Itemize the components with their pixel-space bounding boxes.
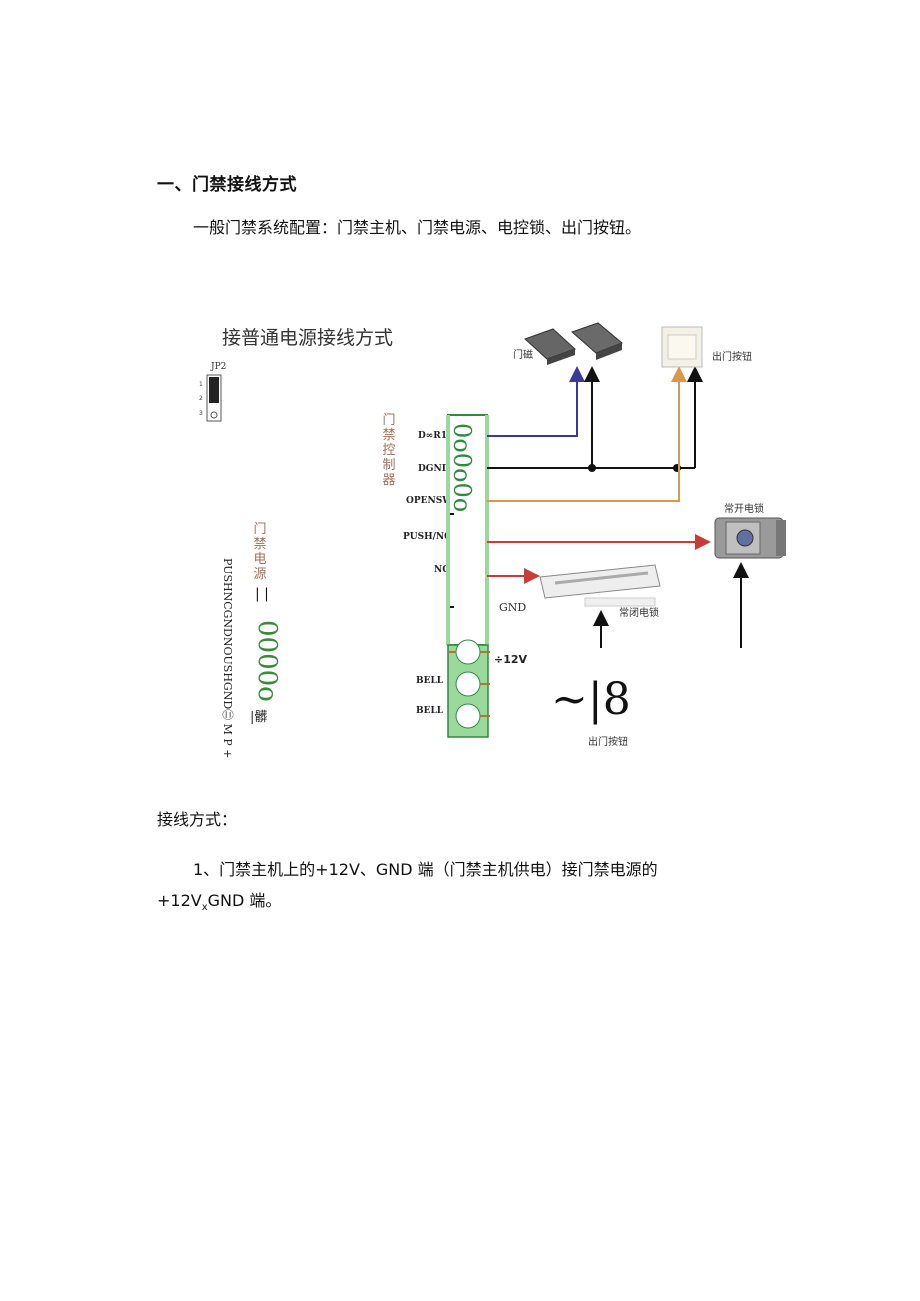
normally-closed-lock-icon	[539, 564, 661, 607]
diagram-title: 接普通电源接线方式	[222, 327, 394, 349]
door-sensor-label: 门磁	[513, 350, 533, 361]
intro-paragraph: 一般门禁系统配置：门禁主机、门禁电源、电控锁、出门按钮。	[193, 218, 642, 237]
normally-open-lock-icon	[714, 517, 786, 559]
bell-label-1: BELL	[416, 676, 444, 686]
exit-button-top-icon	[661, 326, 703, 368]
gnd-label: GND	[499, 601, 527, 614]
wiring-diagram: 接普通电源接线方式 JP2 1 2 3 门禁电源 PUSHNCGNDNOUSHG…	[199, 322, 786, 759]
door-sensor-icon	[524, 322, 623, 365]
step1-line2-sub: x	[201, 902, 208, 914]
pin-dgnd: DGND	[418, 464, 450, 474]
power-bar: | |	[255, 586, 269, 602]
wiring-method-title: 接线方式：	[157, 810, 238, 829]
jp2-label: JP2	[211, 362, 227, 372]
svg-text:3: 3	[199, 410, 203, 417]
nc-lock-label: 常闭电锁	[619, 608, 659, 619]
svg-text:2: 2	[199, 395, 203, 402]
pin-door: D∞R1	[418, 431, 448, 441]
step1-line2: +12VxGND 端。	[157, 887, 281, 913]
step1-line2-a: +12V	[157, 891, 202, 910]
controller-label: 门禁控制器	[382, 413, 396, 488]
step1-line1: 1、门禁主机上的+12V、GND 端（门禁主机供电）接门禁电源的	[193, 860, 658, 879]
bell-label-2: BELL	[416, 706, 444, 716]
step1-line2-b: GND 端。	[207, 891, 282, 910]
pin-push-no: PUSH/N0	[403, 532, 451, 542]
v12-label: ÷12V	[494, 653, 528, 666]
power-label: 门禁电源	[253, 522, 267, 582]
controller-strip	[447, 414, 488, 646]
no-lock-label: 常开电锁	[724, 504, 764, 515]
pin-opensw: OPENSW	[406, 496, 453, 506]
svg-text:1: 1	[199, 381, 203, 388]
exit-button-bottom-label: 出门按钮	[588, 737, 628, 748]
exit-button-symbol: ~|8	[551, 674, 631, 725]
controller-terminals: 0o0o0o	[448, 423, 476, 513]
pin-nc: NC	[434, 565, 450, 575]
section-heading: 一、门禁接线方式	[157, 175, 297, 195]
exit-button-top-label: 出门按钮	[712, 352, 752, 363]
power-bottom: |髒	[250, 710, 268, 725]
wiring-lines	[446, 322, 786, 738]
jp2-jumper: 1 2 3	[199, 374, 222, 422]
